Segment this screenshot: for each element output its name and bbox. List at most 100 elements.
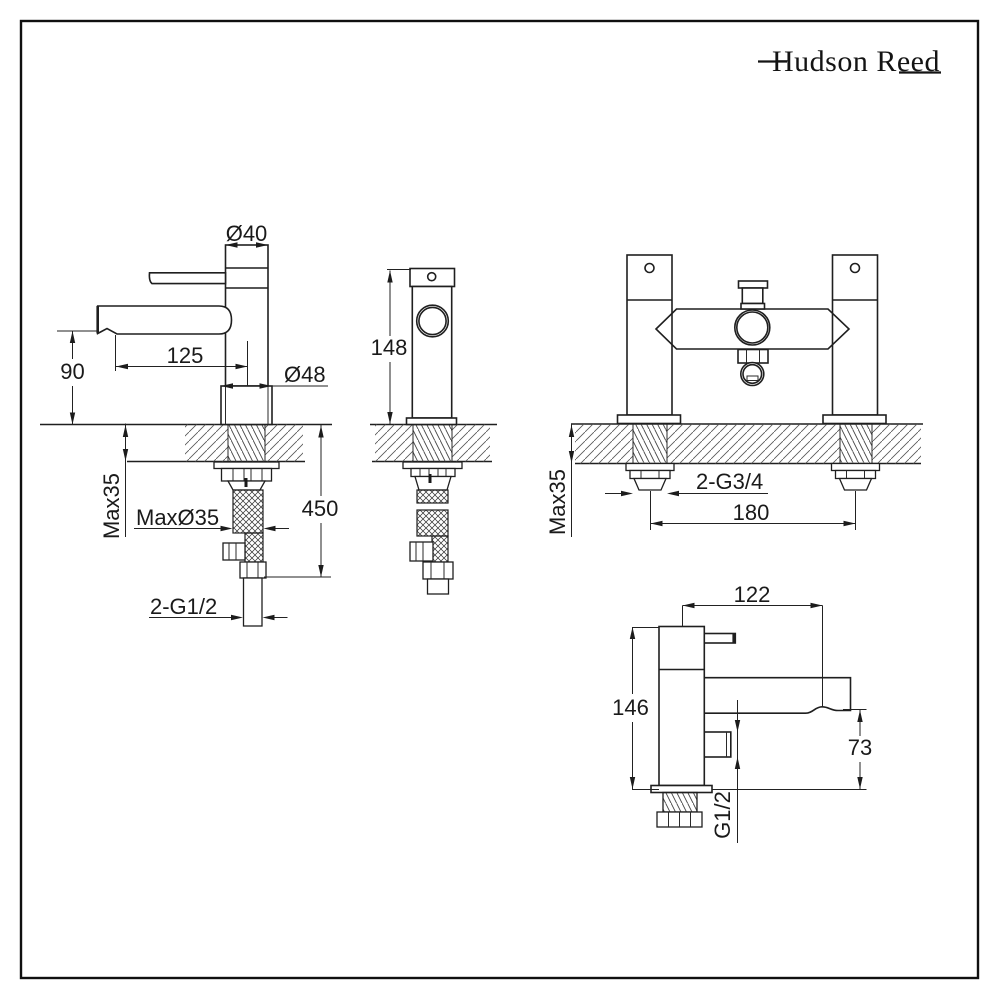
inlet-pipe [242, 577, 263, 627]
pillar-body [658, 625, 706, 787]
faucet-body [411, 285, 453, 419]
bath-front-underdeck [625, 462, 881, 491]
basin-side-dimensions: Ø40 125 90 Ø48 Max35 Ma [57, 221, 339, 621]
dim-label-base-diameter: Ø48 [284, 362, 326, 387]
outlet-slot [746, 375, 759, 381]
backnut-washer [213, 461, 280, 470]
flexible-hose [416, 509, 449, 537]
hose-end-nut [239, 561, 267, 579]
spout-boss-inner [735, 311, 769, 344]
inlet-connector [633, 477, 667, 491]
dim-label-body-height: 148 [371, 335, 408, 360]
shower-outlet-outer [739, 361, 765, 387]
dim-label-max-hole: MaxØ35 [136, 505, 219, 530]
spout [703, 676, 852, 714]
flexible-hose [232, 489, 264, 534]
counter-hatch [667, 424, 840, 464]
dim-label-outlet-thread: G1/2 [710, 791, 735, 839]
spout-boss-outer [415, 304, 450, 338]
basin-side-counter [40, 423, 332, 463]
bath-front-counter [571, 423, 923, 465]
dim-label-spout-reach: 122 [734, 582, 771, 607]
bath-side-dimensions: 122 146 73 G1/2 [612, 582, 872, 843]
dim-label-hose-length: 450 [302, 496, 339, 521]
basin-front-underdeck [402, 461, 463, 595]
threaded-tail [662, 791, 698, 813]
faucet-base [220, 385, 273, 426]
dim-label-outlet-height: 73 [848, 735, 872, 760]
diverter-base [740, 302, 766, 310]
backnut-washer [402, 461, 463, 470]
diverter-cap [737, 280, 769, 289]
bath-side-view: 122 146 73 G1/2 [612, 582, 872, 843]
outlet-nut [737, 348, 769, 364]
dim-label-inlet-thread: 2-G1/2 [150, 594, 217, 619]
base-flange [650, 784, 713, 794]
fixing-pin [428, 474, 432, 483]
basin-front-faucet [405, 267, 458, 426]
basin-side-underdeck [213, 461, 280, 627]
cap-dot [426, 271, 437, 282]
flexible-hose [416, 489, 449, 504]
dim-label-inlet-thread: 2-G3/4 [696, 469, 763, 494]
faucet-base-flange [405, 417, 458, 426]
hose-side-nut [409, 541, 434, 562]
flexible-hose [244, 532, 264, 563]
diverter-stem [741, 287, 764, 305]
tail-hatch [840, 424, 872, 464]
bath-front-mixer [616, 254, 887, 425]
bath-side-faucet [650, 625, 852, 828]
tail-hatch [228, 424, 265, 462]
fixing-pin [244, 478, 248, 487]
right-pillar [831, 254, 879, 416]
backnut-washer [830, 462, 881, 472]
backnut-washer [625, 462, 675, 472]
mixer-crossbody [654, 308, 851, 350]
spout-boss-inner [418, 306, 447, 336]
hudson-reed-logo: Hudson Reed [758, 45, 941, 78]
backnut [410, 467, 456, 478]
dim-label-spout-reach: 125 [167, 343, 204, 368]
hose-connector [414, 475, 452, 491]
counter-hatch [265, 424, 303, 462]
counter-hatch [185, 424, 228, 462]
left-pillar [626, 254, 673, 416]
faucet-spout [96, 305, 233, 335]
backnut [834, 469, 877, 480]
basin-front-dimensions: 148 [371, 269, 411, 424]
counter-hatch [575, 424, 633, 464]
basin-front-counter [370, 423, 497, 463]
flexible-hose [431, 535, 449, 563]
dim-label-top-diameter: Ø40 [226, 221, 268, 246]
dim-label-body-height: 146 [612, 695, 649, 720]
basin-front-view: 148 [370, 267, 497, 595]
shower-outlet-inner [742, 363, 763, 385]
inlet-pipe [426, 578, 450, 595]
left-pillar-flange [616, 414, 682, 425]
dim-label-max-deck: Max35 [99, 473, 124, 539]
page-border [19, 19, 980, 980]
inlet-connector [838, 477, 873, 491]
counter-hatch [375, 424, 413, 462]
backnut [629, 469, 671, 480]
hose-end-nut [422, 561, 454, 580]
basin-side-faucet [96, 244, 273, 426]
basin-side-view: Ø40 125 90 Ø48 Max35 Ma [40, 221, 339, 627]
counter-hatch [872, 424, 921, 464]
right-pillar-flange [822, 414, 887, 425]
tail-hatch [633, 424, 667, 464]
dim-label-max-deck: Max35 [545, 469, 570, 535]
hose-side-nut [222, 542, 246, 561]
left-pillar-dot [644, 262, 655, 274]
faucet-lever [148, 272, 227, 285]
spout-boss-outer [733, 309, 771, 346]
counter-hatch [452, 424, 490, 462]
bath-front-view: Max35 2-G3/4 180 [545, 254, 923, 537]
right-pillar-dot [849, 262, 861, 274]
faucet-cap [409, 267, 456, 288]
dim-label-spout-height: 90 [60, 359, 84, 384]
dim-label-inlet-centres: 180 [733, 500, 770, 525]
tail-hatch [413, 424, 452, 462]
